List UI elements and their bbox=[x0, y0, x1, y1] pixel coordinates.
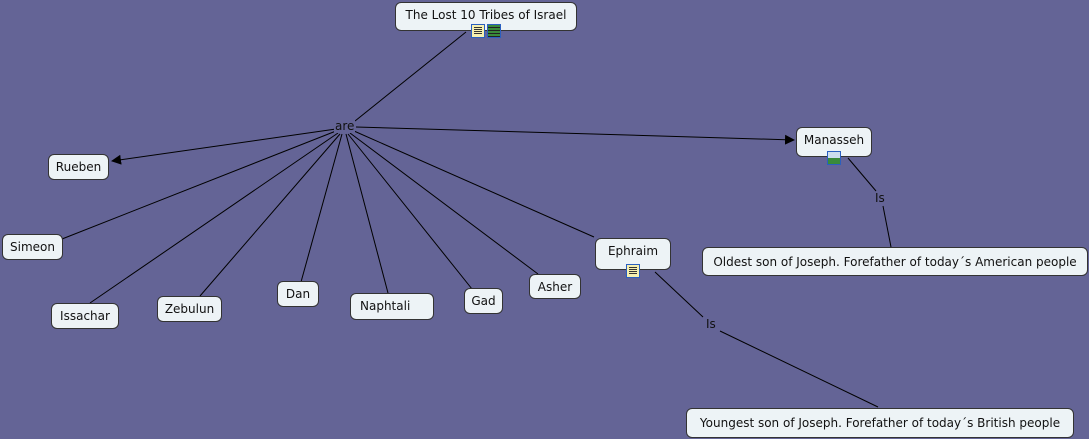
node-asher[interactable]: Asher bbox=[529, 274, 581, 299]
line-asher bbox=[349, 132, 539, 275]
line-ephraim-is bbox=[654, 271, 704, 318]
line-is-youngest bbox=[719, 330, 879, 408]
node-label: Asher bbox=[537, 280, 573, 294]
node-gad[interactable]: Gad bbox=[464, 288, 503, 314]
line-title-are bbox=[354, 31, 467, 122]
node-rueben[interactable]: Rueben bbox=[48, 154, 109, 180]
line-naphtali bbox=[345, 133, 389, 294]
node-zebulun[interactable]: Zebulun bbox=[157, 296, 222, 322]
node-manasseh[interactable]: Manasseh bbox=[796, 127, 872, 165]
line-dan bbox=[300, 133, 343, 283]
node-label: Simeon bbox=[10, 240, 55, 254]
line-manasseh bbox=[355, 126, 795, 145]
node-title-label: The Lost 10 Tribes of Israel bbox=[405, 8, 567, 22]
line-zebulun bbox=[199, 133, 341, 297]
link-label-are[interactable]: are bbox=[334, 119, 356, 133]
node-label: Ephraim bbox=[607, 244, 659, 258]
node-label: Dan bbox=[285, 287, 311, 301]
node-label: Gad bbox=[471, 294, 496, 308]
line-gad bbox=[347, 133, 473, 290]
node-title[interactable]: The Lost 10 Tribes of Israel bbox=[395, 2, 577, 38]
node-youngest-son[interactable]: Youngest son of Joseph. Forefather of to… bbox=[686, 408, 1074, 438]
node-label: Oldest son of Joseph. Forefather of toda… bbox=[713, 255, 1077, 269]
node-label: Manasseh bbox=[803, 133, 865, 147]
link-label-is-manasseh[interactable]: Is bbox=[874, 191, 886, 205]
node-label: Youngest son of Joseph. Forefather of to… bbox=[699, 416, 1061, 430]
node-label: Issachar bbox=[60, 309, 110, 323]
node-simeon[interactable]: Simeon bbox=[2, 234, 63, 260]
node-issachar[interactable]: Issachar bbox=[51, 303, 119, 329]
node-naphtali[interactable]: Naphtali bbox=[350, 293, 434, 320]
line-issachar bbox=[89, 132, 339, 304]
link-label-is-ephraim[interactable]: Is bbox=[705, 317, 717, 331]
node-oldest-son[interactable]: Oldest son of Joseph. Forefather of toda… bbox=[702, 247, 1088, 276]
image-icon[interactable] bbox=[827, 151, 841, 165]
node-label: Zebulun bbox=[164, 302, 215, 316]
video-icon[interactable] bbox=[487, 24, 501, 38]
document-icon[interactable] bbox=[626, 264, 640, 278]
node-label: Rueben bbox=[55, 160, 102, 174]
line-simeon bbox=[61, 130, 337, 240]
node-label: Naphtali bbox=[360, 299, 411, 313]
line-is-oldest bbox=[882, 205, 892, 248]
node-dan[interactable]: Dan bbox=[277, 281, 319, 307]
document-icon[interactable] bbox=[471, 24, 485, 38]
line-rueben bbox=[111, 128, 337, 165]
line-ephraim bbox=[353, 130, 595, 238]
node-ephraim[interactable]: Ephraim bbox=[595, 238, 671, 278]
line-manasseh-is bbox=[847, 157, 877, 192]
